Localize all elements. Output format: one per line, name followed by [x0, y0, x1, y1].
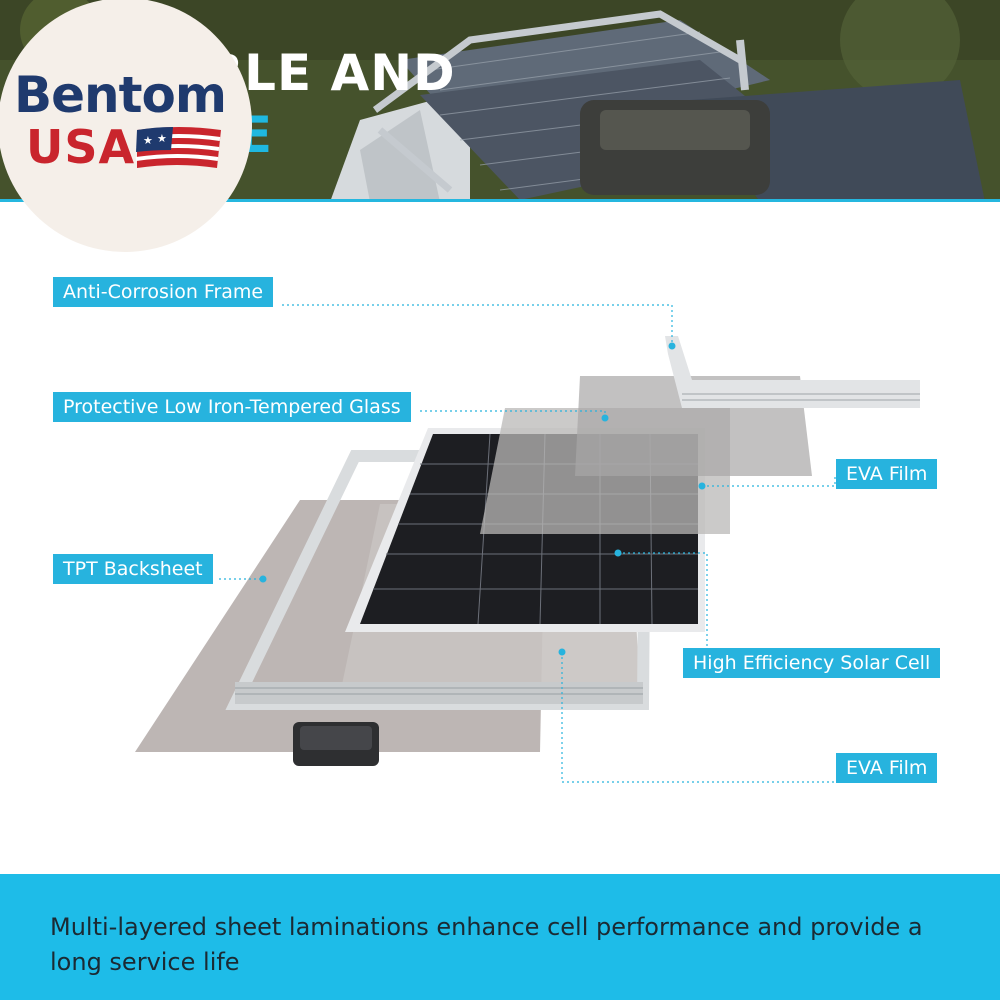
callout-anti-corrosion-frame: Anti-Corrosion Frame: [53, 277, 274, 307]
vehicle-roof-solar-photo: [0, 0, 1000, 202]
header-photo-band: BLE AND LE: [0, 0, 1000, 202]
exploded-panel-illustration: [135, 304, 920, 783]
frame-corner-piece: [665, 336, 920, 408]
callout-eva-film-lower: EVA Film: [836, 753, 938, 783]
brand-logo-badge: Bentom USA ★ ★: [0, 0, 252, 252]
callout-eva-film-upper: EVA Film: [836, 459, 938, 489]
footer-banner: Multi-layered sheet laminations enhance …: [0, 874, 1000, 1000]
svg-text:★: ★: [157, 132, 167, 145]
callout-solar-cell: High Efficiency Solar Cell: [683, 648, 941, 678]
callout-tempered-glass: Protective Low Iron-Tempered Glass: [53, 392, 411, 422]
callout-dot-markers: [259, 342, 706, 656]
header-accent-rule: [0, 199, 1000, 202]
callout-tpt-backsheet: TPT Backsheet: [53, 554, 213, 584]
us-flag-icon: ★ ★: [135, 127, 221, 168]
solar-panel-layer-diagram: Anti-Corrosion Frame Protective Low Iron…: [0, 204, 1000, 874]
logo-brand-name: Bentom: [14, 66, 227, 124]
logo-brand-country: USA: [26, 120, 136, 174]
svg-text:★: ★: [143, 134, 153, 147]
junction-box-icon: [293, 722, 379, 766]
footer-description: Multi-layered sheet laminations enhance …: [50, 913, 923, 976]
